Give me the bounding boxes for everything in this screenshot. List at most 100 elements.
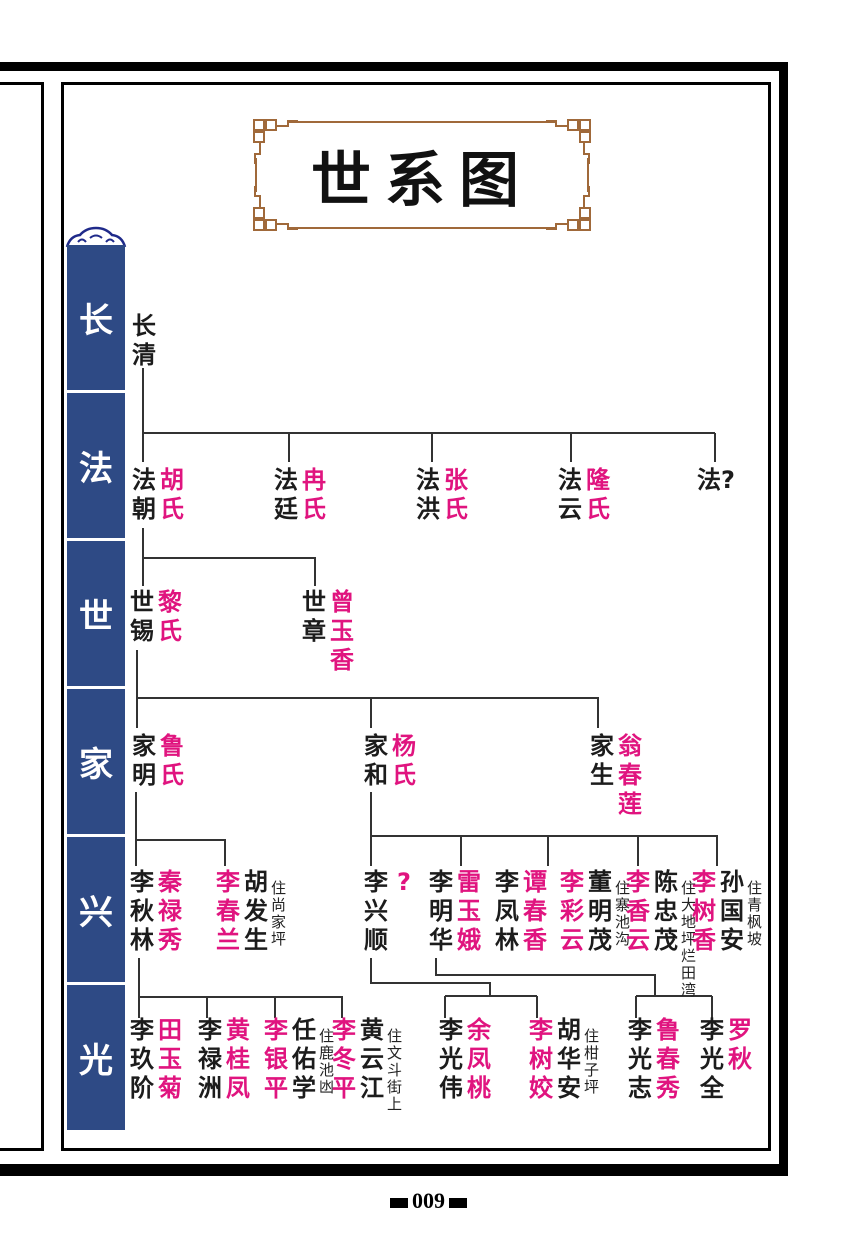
residence-note: 住青枫坡 [746,879,762,948]
residence-note: 住寨池沟 [614,879,630,948]
person-node: 李树姣胡华安住柑子坪 [527,1016,600,1103]
person-name: 法? [697,466,735,494]
spouse-name: 翁春莲 [618,732,642,818]
person-name: 法廷 [274,466,298,523]
person-name: 李光全 [700,1016,724,1102]
person-name: 李树香 [692,868,716,954]
generation-label: 世 [67,541,125,686]
page-border-right [779,62,788,1176]
person-node: 李彩云董明茂住寨池沟 [558,868,631,955]
spouse-name: 黄桂凤 [226,1016,250,1102]
spouse-name: 黎氏 [158,588,182,645]
person-name: 世章 [302,588,326,645]
person-node: 李树香孙国安住青枫坡 [690,868,763,955]
spouse-name: 曾玉香 [330,588,354,674]
spouse-name: 余凤桃 [467,1016,491,1102]
generation-label: 法 [67,393,125,538]
husband-name: 董明茂 [588,868,612,954]
person-node: 家和杨氏 [362,732,418,790]
spouse-name: 秦禄秀 [158,868,182,954]
person-name: 李秋林 [130,868,154,954]
spouse-name: 谭春香 [523,868,547,954]
person-node: 李兴顺? [362,868,418,955]
person-name: 法洪 [416,466,440,523]
content-frame [61,82,771,1151]
sidebar-cloud-ornament-icon [65,226,127,248]
generation-label: 长 [67,245,125,390]
person-name: 李光志 [628,1016,652,1102]
page-number: 009 [0,1188,857,1214]
spouse-name: ? [397,868,411,896]
person-name: 家明 [132,732,156,789]
person-name: 李香云 [626,868,650,954]
person-node: 李禄洲黄桂凤 [196,1016,252,1103]
person-name: 李春兰 [216,868,240,954]
spouse-name: 鲁氏 [160,732,184,789]
person-name: 李禄洲 [198,1016,222,1102]
person-node: 李光全罗秋 [698,1016,754,1103]
spouse-name: 罗秋 [728,1016,752,1073]
person-node: 家生翁春莲 [588,732,644,819]
person-name: 李明华 [429,868,453,954]
page-border-top [0,62,788,71]
title-ornament-frame [253,119,591,231]
person-node: 家明鲁氏 [130,732,186,790]
person-name: 李银平 [264,1016,288,1102]
husband-name: 胡华安 [557,1016,581,1102]
person-name: 法云 [558,466,582,523]
person-name: 世锡 [130,588,154,645]
person-node: 长清 [130,312,158,370]
person-node: 法? [697,466,735,495]
spouse-name: 雷玉娥 [457,868,481,954]
spouse-name: 田玉菊 [158,1016,182,1102]
person-node: 法洪张氏 [414,466,470,524]
person-node: 李银平任佑学住鹿池凼 [262,1016,335,1103]
left-page-frame [0,82,44,1151]
spouse-name: 冉氏 [302,466,326,523]
person-node: 李明华雷玉娥 [427,868,483,955]
person-node: 李玖阶田玉菊 [128,1016,184,1103]
person-name: 家和 [364,732,388,789]
spouse-name: 杨氏 [392,732,416,789]
husband-name: 孙国安 [720,868,744,954]
person-name: 李树姣 [529,1016,553,1102]
page-title: 世系图 [311,146,533,216]
person-node: 李光志鲁春秀 [626,1016,682,1103]
person-name: 家生 [590,732,614,789]
person-name: 李凤林 [495,868,519,954]
spouse-name: 胡氏 [160,466,184,523]
person-node: 法廷冉氏 [272,466,328,524]
generation-sidebar: 长法世家兴光 [67,245,125,1133]
generation-label: 兴 [67,837,125,982]
person-node: 李光伟余凤桃 [437,1016,493,1103]
page-number-left-square-icon [390,1197,408,1208]
residence-note: 住鹿池凼 [318,1027,334,1096]
generation-label: 家 [67,689,125,834]
spouse-name: 张氏 [444,466,468,523]
husband-name: 陈忠茂 [654,868,678,954]
person-node: 李秋林秦禄秀 [128,868,184,955]
person-name: 李彩云 [560,868,584,954]
person-node: 法朝胡氏 [130,466,186,524]
person-name: 长清 [132,312,156,369]
page-number-right-square-icon [449,1197,467,1208]
husband-name: 黄云江 [360,1016,384,1102]
person-name: 法朝 [132,466,156,523]
person-node: 世章曾玉香 [300,588,356,675]
page-border-bottom [0,1164,788,1176]
person-name: 李冬平 [332,1016,356,1102]
person-name: 李光伟 [439,1016,463,1102]
person-node: 李香云陈忠茂住大地坪烂田湾 [624,868,697,999]
person-node: 法云隆氏 [556,466,612,524]
person-node: 世锡黎氏 [128,588,184,646]
generation-label: 光 [67,985,125,1130]
residence-note: 住大地坪烂田湾 [680,879,696,999]
spouse-name: 鲁春秀 [656,1016,680,1102]
residence-note: 住文斗街上 [386,1027,402,1113]
residence-note: 住柑子坪 [583,1027,599,1096]
spouse-name: 隆氏 [586,466,610,523]
husband-name: 胡发生 [244,868,268,954]
person-node: 李春兰胡发生住尚家坪 [214,868,287,955]
page-number-text: 009 [412,1188,445,1213]
person-node: 李冬平黄云江住文斗街上 [330,1016,403,1113]
